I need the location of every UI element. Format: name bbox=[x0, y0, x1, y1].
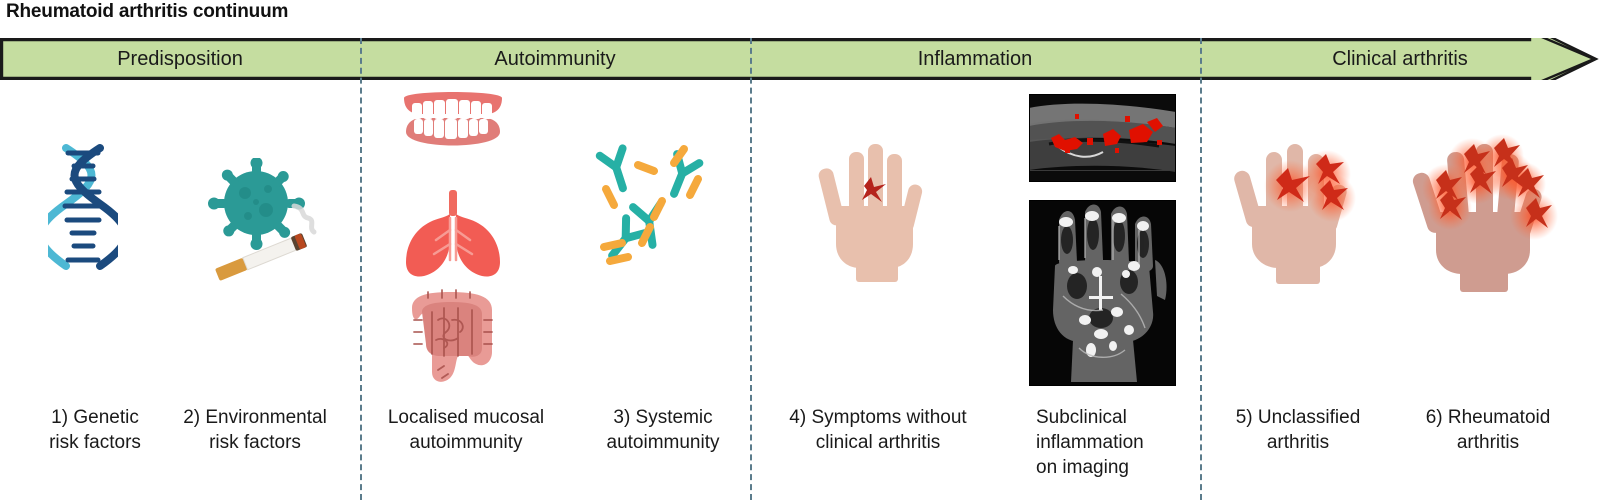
caption-symptoms-without-clinical-arthritis: 4) Symptoms without clinical arthritis bbox=[768, 405, 988, 455]
stage-label-autoimmunity: Autoimmunity bbox=[494, 48, 616, 70]
virus-cigarette-icon bbox=[196, 157, 321, 288]
caption-line: arthritis bbox=[1266, 432, 1330, 453]
divider-inflammation-clinical bbox=[1200, 38, 1202, 500]
stage-label-clinical-arthritis: Clinical arthritis bbox=[1332, 48, 1468, 70]
page-title: Rheumatoid arthritis continuum bbox=[6, 1, 289, 22]
stage-label-inflammation: Inflammation bbox=[917, 48, 1033, 70]
divider-autoimmunity-inflammation bbox=[750, 38, 752, 500]
caption-line: 4) Symptoms without bbox=[789, 407, 967, 428]
caption-line: clinical arthritis bbox=[815, 432, 941, 453]
ultrasound-doppler-image bbox=[1029, 94, 1176, 182]
caption-line: risk factors bbox=[209, 432, 301, 453]
hand-three-sparks-icon bbox=[1232, 136, 1357, 291]
caption-line: autoimmunity bbox=[409, 432, 523, 453]
caption-line: 1) Genetic bbox=[51, 407, 139, 428]
caption-unclassified-arthritis: 5) Unclassified arthritis bbox=[1208, 405, 1388, 455]
mri-hand-image bbox=[1029, 200, 1176, 386]
caption-genetic-risk-factors: 1) Genetic risk factors bbox=[10, 405, 180, 455]
intestines-icon bbox=[392, 286, 510, 393]
continuum-arrow-banner bbox=[0, 38, 1600, 80]
mouth-teeth-icon bbox=[398, 88, 508, 165]
caption-line: 5) Unclassified bbox=[1235, 407, 1361, 428]
divider-predisposition-autoimmunity bbox=[360, 38, 362, 500]
caption-environmental-risk-factors: 2) Environmental risk factors bbox=[160, 405, 350, 455]
caption-line: inflammation bbox=[1036, 432, 1144, 453]
caption-systemic-autoimmunity: 3) Systemic autoimmunity bbox=[578, 405, 748, 455]
hand-single-spark-icon bbox=[816, 140, 931, 290]
caption-localised-mucosal-autoimmunity: Localised mucosal autoimmunity bbox=[366, 405, 566, 455]
caption-line: risk factors bbox=[49, 432, 141, 453]
dna-helix-icon bbox=[36, 142, 130, 277]
hand-many-sparks-icon bbox=[1406, 132, 1561, 297]
caption-line: arthritis bbox=[1456, 432, 1520, 453]
caption-line: Localised mucosal bbox=[387, 407, 545, 428]
antibodies-icon bbox=[588, 143, 713, 273]
lungs-icon bbox=[400, 188, 506, 285]
caption-line: 2) Environmental bbox=[183, 407, 327, 428]
caption-rheumatoid-arthritis: 6) Rheumatoid arthritis bbox=[1398, 405, 1578, 455]
caption-line: 3) Systemic bbox=[613, 407, 713, 428]
caption-subclinical-inflammation-on-imaging: Subclinical inflammation on imaging bbox=[1036, 405, 1201, 480]
caption-line: Subclinical bbox=[1036, 407, 1127, 428]
caption-line: on imaging bbox=[1036, 457, 1129, 478]
caption-line: autoimmunity bbox=[606, 432, 720, 453]
caption-line: 6) Rheumatoid bbox=[1425, 407, 1551, 428]
stage-label-predisposition: Predisposition bbox=[117, 48, 243, 70]
